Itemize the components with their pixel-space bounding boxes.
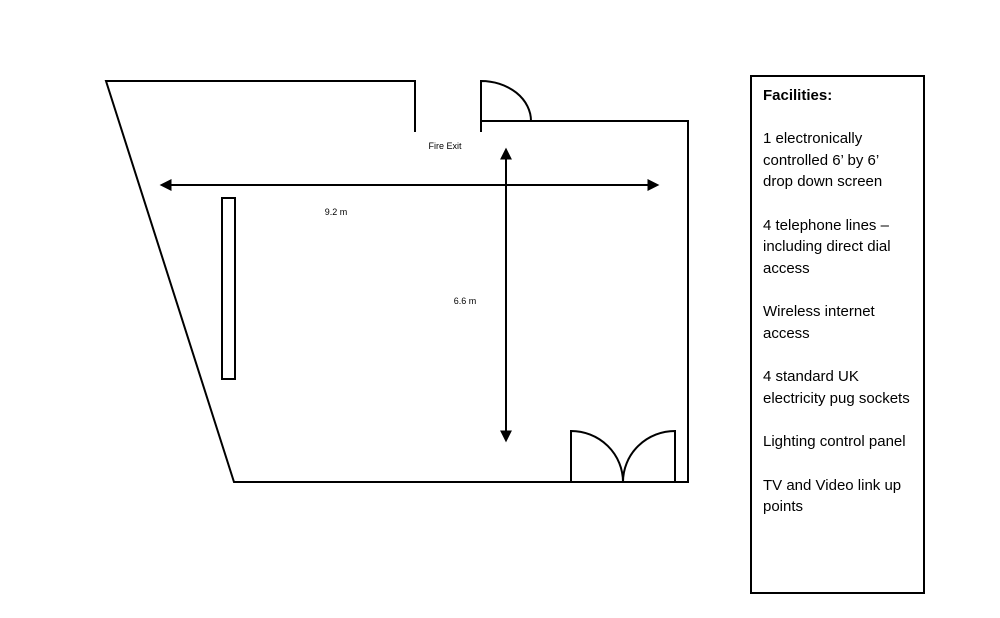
facility-item-screen: 1 electronically controlled 6’ by 6’ dro… [763,130,883,190]
facilities-panel: Facilities: 1 electronically controlled … [750,75,925,594]
double-door-left[interactable] [570,429,624,483]
width-label: 9.2 m [325,207,348,217]
fire-exit-door[interactable] [480,79,532,122]
facility-item-electricity-sockets: 4 standard UK electricity pug sockets [763,368,910,407]
drop-down-screen [221,197,236,380]
depth-label: 6.6 m [454,296,477,306]
facility-item-lighting-panel: Lighting control panel [763,433,906,450]
facilities-title: Facilities: [763,87,833,104]
double-door-right[interactable] [622,429,676,483]
fire-exit-label: Fire Exit [428,141,462,151]
room-outline [104,80,689,483]
facility-item-telephone-lines: 4 telephone lines – including direct dia… [763,216,891,277]
facility-item-wireless-internet: Wireless internet access [763,303,875,342]
facilities-list: 1 electronically controlled 6’ by 6’ dro… [763,128,912,518]
facility-item-tv-video: TV and Video link up points [763,476,902,516]
